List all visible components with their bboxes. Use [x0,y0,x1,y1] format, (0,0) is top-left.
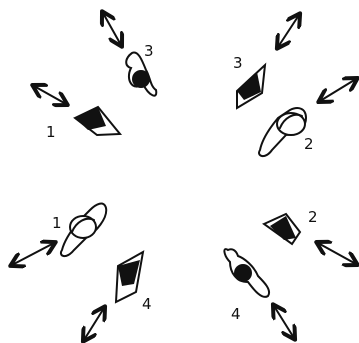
double-arrow-top-left-side [34,86,66,104]
label-bottom-left-4: 4 [142,295,152,313]
molecule-bottom-right-2 [264,214,300,244]
double-arrow-bottom-left-side [12,243,54,265]
double-arrow-top-right-side [320,79,356,101]
label-top-right-3: 3 [233,54,243,72]
label-top-left-1: 1 [46,123,56,141]
double-arrow-bottom-right-side [318,243,356,264]
molecule-bottom-left-1 [61,204,106,257]
label-bottom-left-1: 1 [52,214,62,232]
molecule-bottom-left-4 [116,252,143,302]
label-top-right-2: 2 [304,135,314,153]
molecule-top-right-2 [259,108,306,156]
label-bottom-right-2: 2 [308,208,318,226]
double-arrow-bottom-right-lower [274,306,294,338]
molecule-bottom-right-4 [224,249,269,297]
molecule-top-left-1 [75,107,120,135]
double-arrow-top-right-upper [278,15,299,47]
label-top-left-3: 3 [144,42,154,60]
double-arrow-bottom-left-lower [84,308,104,340]
label-bottom-right-4: 4 [231,305,241,323]
double-arrow-top-left-upper [103,13,121,45]
